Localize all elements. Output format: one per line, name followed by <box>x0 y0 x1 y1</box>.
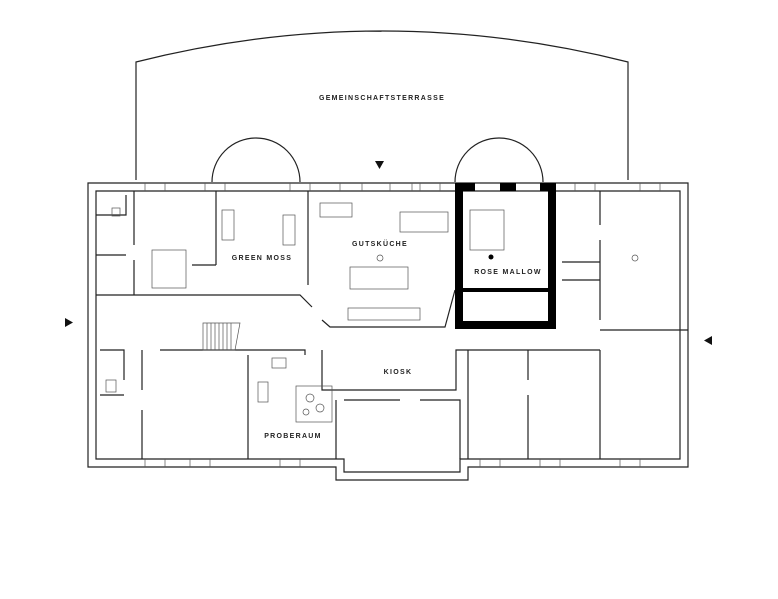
room-label-rose-mallow: ROSE MALLOW <box>474 269 542 276</box>
room-label-green-moss: GREEN MOSS <box>232 255 292 262</box>
entrance-arrow-north-icon <box>375 161 384 169</box>
staircase <box>202 322 241 351</box>
entrance-arrow-west-icon <box>65 318 73 327</box>
entrance-arrow-east-icon <box>704 336 712 345</box>
rose-mallow-walls <box>455 183 556 329</box>
furniture <box>105 202 639 423</box>
room-label-terrace: GEMEINSCHAFTSTERRASSE <box>319 95 445 102</box>
room-label-proberaum: PROBERAUM <box>264 433 322 440</box>
terrace-outline <box>135 30 629 183</box>
room-label-kitchen: GUTSKÜCHE <box>352 239 408 248</box>
room-label-kiosk: KIOSK <box>384 369 413 376</box>
building-walls <box>87 182 689 481</box>
